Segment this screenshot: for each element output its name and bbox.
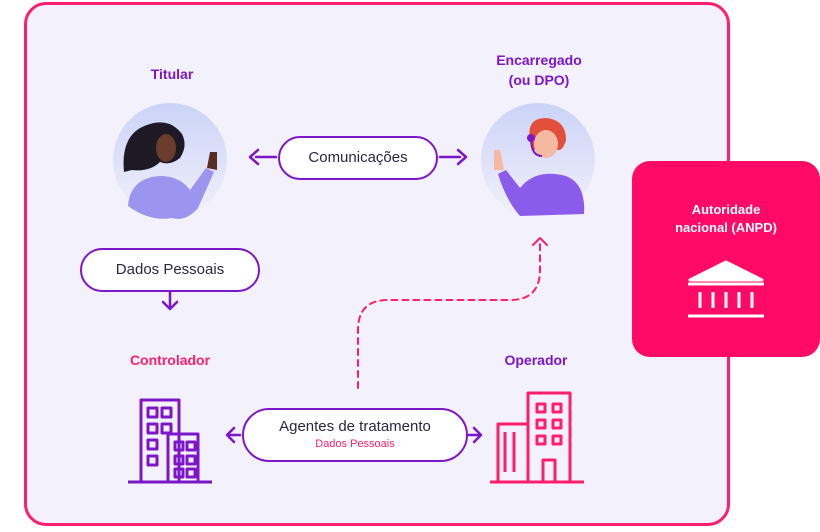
agentes-label: Agentes de tratamento bbox=[279, 418, 431, 435]
anpd-title-line1: Autoridade bbox=[691, 202, 761, 217]
anpd-box: Autoridade nacional (ANPD) bbox=[632, 161, 820, 357]
person-headset-icon bbox=[481, 103, 595, 217]
agentes-arrow bbox=[225, 426, 483, 444]
comunicacoes-label: Comunicações bbox=[308, 149, 408, 166]
person-waving-icon bbox=[113, 103, 227, 219]
dados-pessoais-arrow bbox=[161, 290, 179, 311]
dashed-connector bbox=[357, 237, 548, 389]
encarregado-label-line1: Encarregado bbox=[496, 52, 582, 68]
anpd-title: Autoridade nacional (ANPD) bbox=[632, 201, 820, 237]
building-icon bbox=[128, 398, 212, 484]
encarregado-label-line2: (ou DPO) bbox=[508, 72, 570, 88]
comunicacoes-arrow bbox=[248, 148, 468, 166]
building-icon bbox=[490, 391, 584, 484]
comunicacoes-pill: Comunicações bbox=[278, 136, 438, 180]
titular-label: Titular bbox=[150, 66, 194, 82]
dados-pessoais-pill: Dados Pessoais bbox=[80, 248, 260, 292]
anpd-title-line2: nacional (ANPD) bbox=[675, 220, 777, 235]
controlador-label: Controlador bbox=[129, 352, 211, 368]
dados-pessoais-label: Dados Pessoais bbox=[115, 261, 225, 278]
agentes-sublabel: Dados Pessoais bbox=[315, 438, 395, 450]
government-building-icon bbox=[688, 260, 764, 318]
agentes-pill: Agentes de tratamento Dados Pessoais bbox=[242, 408, 468, 462]
encarregado-label: Encarregado (ou DPO) bbox=[474, 50, 604, 90]
operador-label: Operador bbox=[504, 352, 568, 368]
